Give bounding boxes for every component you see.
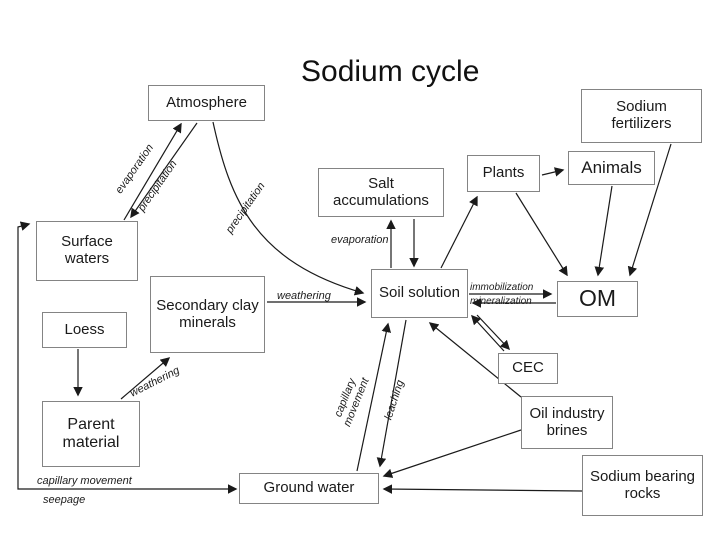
edge-leaching-down-arrow [376, 319, 407, 468]
edge-animals-to-om-arrow [594, 185, 613, 277]
node-ground-water-label: Ground water [263, 479, 355, 497]
label-capillary-movement-bottom: capillary movement [37, 475, 132, 487]
edge-soil-to-cec-arrow [476, 314, 510, 351]
node-atmosphere-label: Atmosphere [166, 93, 247, 111]
slide-title: Sodium cycle [301, 55, 480, 88]
label-weathering-clay: weathering [277, 290, 331, 302]
edge-evaporation-arrow [123, 122, 182, 221]
node-salt-accumulations-label: Salt accumulations [333, 174, 429, 209]
label-mineralization: mineralization [470, 296, 532, 307]
node-sodium-bearing-rocks-label: Sodium bearing rocks [589, 467, 696, 502]
node-animals: Animals [568, 151, 655, 185]
edge-precipitation-curve-arrow [212, 121, 365, 296]
node-plants-label: Plants [482, 164, 525, 182]
edge-rocks-to-groundwater-arrow [382, 484, 583, 494]
node-animals-label: Animals [581, 158, 642, 178]
node-om-label: OM [578, 285, 617, 312]
edge-fertilizers-to-om-arrow [627, 143, 672, 277]
node-oil-industry-brines-label: Oil industry brines [529, 404, 605, 439]
node-surface-waters: Surface waters [36, 221, 138, 281]
node-salt-accumulations: Salt accumulations [318, 168, 444, 217]
edge-precipitation-arrow [130, 122, 198, 219]
edge-plants-to-animals-arrow [541, 167, 565, 177]
node-soil-solution: Soil solution [371, 269, 468, 318]
node-atmosphere: Atmosphere [148, 85, 265, 121]
edge-plants-to-om-arrow [515, 192, 568, 277]
node-plants: Plants [467, 155, 540, 192]
node-loess-label: Loess [64, 320, 105, 338]
node-oil-industry-brines: Oil industry brines [521, 396, 613, 449]
node-parent-material: Parent material [42, 401, 140, 467]
node-secondary-clay-minerals-label: Secondary clay minerals [156, 296, 259, 331]
node-om: OM [557, 281, 638, 317]
edge-soil-to-plants-arrow [440, 195, 478, 269]
label-immobilization: immobilization [470, 282, 534, 293]
node-cec: CEC [498, 353, 558, 384]
node-sodium-fertilizers-label: Sodium fertilizers [611, 98, 672, 132]
node-sodium-fertilizers: Sodium fertilizers [581, 89, 702, 143]
edge-capillary-up-arrow [356, 322, 392, 472]
node-surface-waters-label: Surface waters [61, 233, 113, 267]
edge-groundwater-surfacewater-arrow [17, 221, 238, 494]
label-seepage: seepage [43, 494, 86, 506]
edge-cec-to-soil-arrow [471, 314, 505, 352]
node-secondary-clay-minerals: Secondary clay minerals [150, 276, 265, 353]
edge-brines-to-groundwater-arrow [382, 429, 522, 478]
node-soil-solution-label: Soil solution [379, 284, 460, 302]
node-parent-material-label: Parent material [62, 416, 120, 451]
edge-brines-to-soil-arrow [428, 322, 522, 398]
node-loess: Loess [42, 312, 127, 348]
label-evaporation-salt: evaporation [331, 234, 389, 246]
node-sodium-bearing-rocks: Sodium bearing rocks [582, 455, 703, 516]
edge-weathering-parent-arrow [120, 357, 171, 400]
node-cec-label: CEC [512, 359, 544, 377]
node-ground-water: Ground water [239, 473, 379, 504]
